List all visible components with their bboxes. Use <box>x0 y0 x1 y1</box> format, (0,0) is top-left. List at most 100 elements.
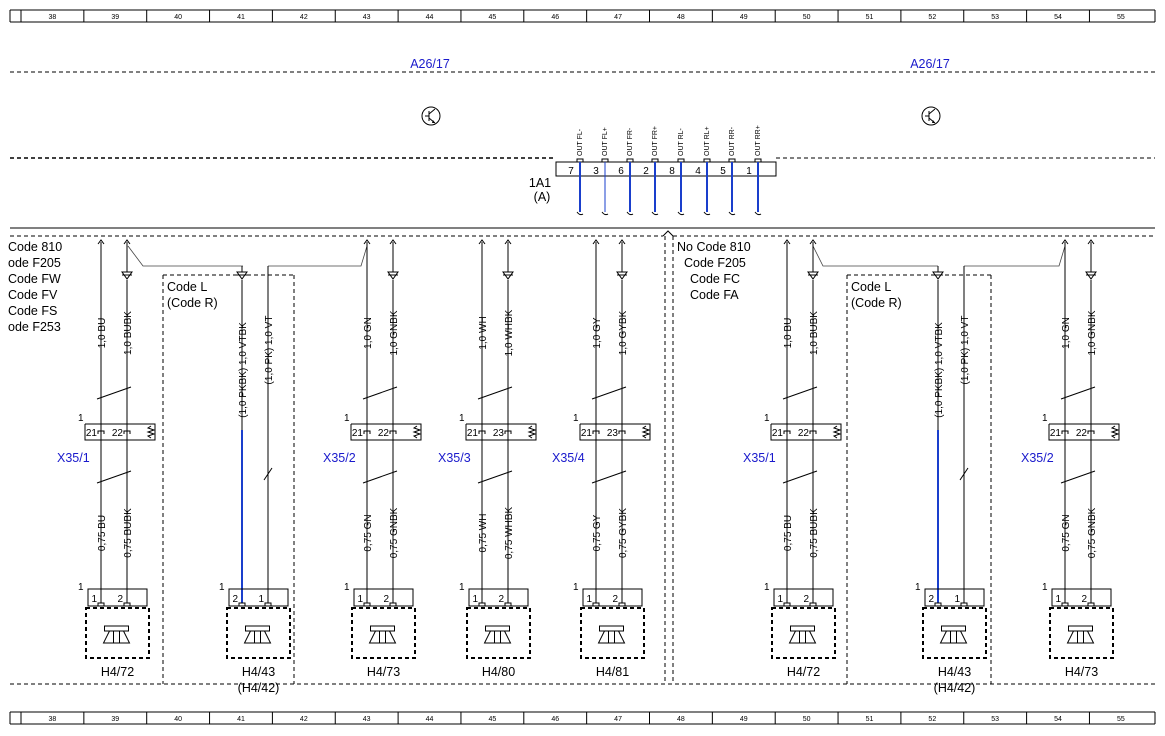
connector-pin: 21 <box>772 428 784 439</box>
ruler-column-number: 47 <box>614 716 622 723</box>
speaker-name: H4/43 <box>938 665 971 679</box>
connector-index: 1 <box>344 413 350 424</box>
code-note: Code FA <box>690 288 739 302</box>
wire-label: 1,0 BU <box>97 318 108 349</box>
transistor-icon <box>921 106 941 126</box>
code-note: (Code R) <box>167 296 218 310</box>
speaker-name: H4/80 <box>482 665 515 679</box>
wire-label: (1,0 PK) 1,0 VT <box>264 316 275 385</box>
speaker-subname: (H4/42) <box>238 681 280 695</box>
connector-x35-name: X35/1 <box>57 451 90 465</box>
connector-x35-name: X35/4 <box>552 451 585 465</box>
connector-pin: 21 <box>86 428 98 439</box>
speaker-index: 1 <box>764 582 770 593</box>
code-note: ode F253 <box>8 320 61 334</box>
speaker-pin: 2 <box>803 594 809 605</box>
wire-label: 0,75 BU <box>783 515 794 551</box>
pin-number: 6 <box>618 166 624 177</box>
ruler-column-number: 50 <box>803 716 811 723</box>
wire-label: 1,0 GYBK <box>618 310 629 355</box>
connector-x35-name: X35/3 <box>438 451 471 465</box>
code-notes-right-l: Code L (Code R) <box>851 280 902 310</box>
wire-label: 0,75 WHBK <box>504 507 515 560</box>
connector-index: 1 <box>78 413 84 424</box>
connector-1a1-name: 1A1 <box>529 176 551 190</box>
ruler-column-number: 52 <box>928 14 936 21</box>
wire-label: 0,75 GYBK <box>618 508 629 558</box>
ruler-column-number: 53 <box>991 716 999 723</box>
connector-pin: 23 <box>607 428 619 439</box>
speaker-icon <box>483 625 512 644</box>
harness-boundary <box>10 227 1155 685</box>
wire-label: 1,0 BUBK <box>809 311 820 355</box>
transistor-icon <box>421 106 441 126</box>
code-notes-left-l: Code L (Code R) <box>167 280 218 310</box>
speaker-index: 1 <box>915 582 921 593</box>
speaker-pin: 1 <box>777 594 783 605</box>
connector-index: 1 <box>459 413 465 424</box>
wire-label: 1,0 GN <box>363 317 374 349</box>
connector-index: 1 <box>764 413 770 424</box>
ruler-column-number: 55 <box>1117 716 1125 723</box>
speaker-index: 1 <box>459 582 465 593</box>
speaker-name: H4/72 <box>787 665 820 679</box>
pin-number: 2 <box>643 166 649 177</box>
ruler-column-number: 49 <box>740 716 748 723</box>
wire-label: 1,0 GNBK <box>1087 310 1098 355</box>
pin-label: OUT FR- <box>627 127 634 156</box>
module-a26-17: A26/17 A26/17 <box>10 57 1155 159</box>
wire-label: (1,0 PKBK) 1,0 VTBK <box>934 322 945 418</box>
speaker-name: H4/43 <box>242 665 275 679</box>
code-note: No Code 810 <box>677 240 751 254</box>
ruler-column-number: 41 <box>237 14 245 21</box>
speaker-name: H4/72 <box>101 665 134 679</box>
wire-label: 0,75 BUBK <box>123 508 134 558</box>
ruler-column-number: 54 <box>1054 14 1062 21</box>
connector-pin: 22 <box>112 428 124 439</box>
wire-label: (1,0 PK) 1,0 VT <box>960 316 971 385</box>
wire-label: 1,0 WHBK <box>504 309 515 356</box>
wire-label: 0,75 GY <box>592 514 603 551</box>
ruler-column-number: 39 <box>111 716 119 723</box>
wire-label: 0,75 GN <box>1061 514 1072 551</box>
code-switch-lines <box>127 245 1066 267</box>
speaker-name: H4/73 <box>1065 665 1098 679</box>
ruler-column-number: 47 <box>614 14 622 21</box>
ruler-column-number: 46 <box>551 14 559 21</box>
speaker-index: 1 <box>344 582 350 593</box>
speaker-icon <box>788 625 817 644</box>
pin-number: 7 <box>568 166 574 177</box>
wire-label: 0,75 BU <box>97 515 108 551</box>
connector-pin: 21 <box>581 428 593 439</box>
speaker-pin: 2 <box>117 594 123 605</box>
speaker-pin: 1 <box>91 594 97 605</box>
speaker-pin: 2 <box>928 594 934 605</box>
connector-index: 1 <box>1042 413 1048 424</box>
wire-label: 1,0 GNBK <box>389 310 400 355</box>
speaker-pin: 1 <box>954 594 960 605</box>
pin-number: 5 <box>720 166 726 177</box>
ruler-column-number: 40 <box>174 716 182 723</box>
code-note: Code 810 <box>8 240 62 254</box>
ruler-column-number: 46 <box>551 716 559 723</box>
wire-label: 0,75 BUBK <box>809 508 820 558</box>
pin-number: 3 <box>593 166 599 177</box>
speaker-pin: 2 <box>383 594 389 605</box>
speaker-icon <box>368 625 397 644</box>
connector-x35-name: X35/1 <box>743 451 776 465</box>
ruler-column-number: 38 <box>49 14 57 21</box>
code-note: Code L <box>851 280 891 294</box>
pin-label: OUT RR+ <box>755 125 762 156</box>
code-note: Code FV <box>8 288 58 302</box>
ruler-column-number: 48 <box>677 716 685 723</box>
speaker-index: 1 <box>78 582 84 593</box>
code-note: Code FC <box>690 272 740 286</box>
